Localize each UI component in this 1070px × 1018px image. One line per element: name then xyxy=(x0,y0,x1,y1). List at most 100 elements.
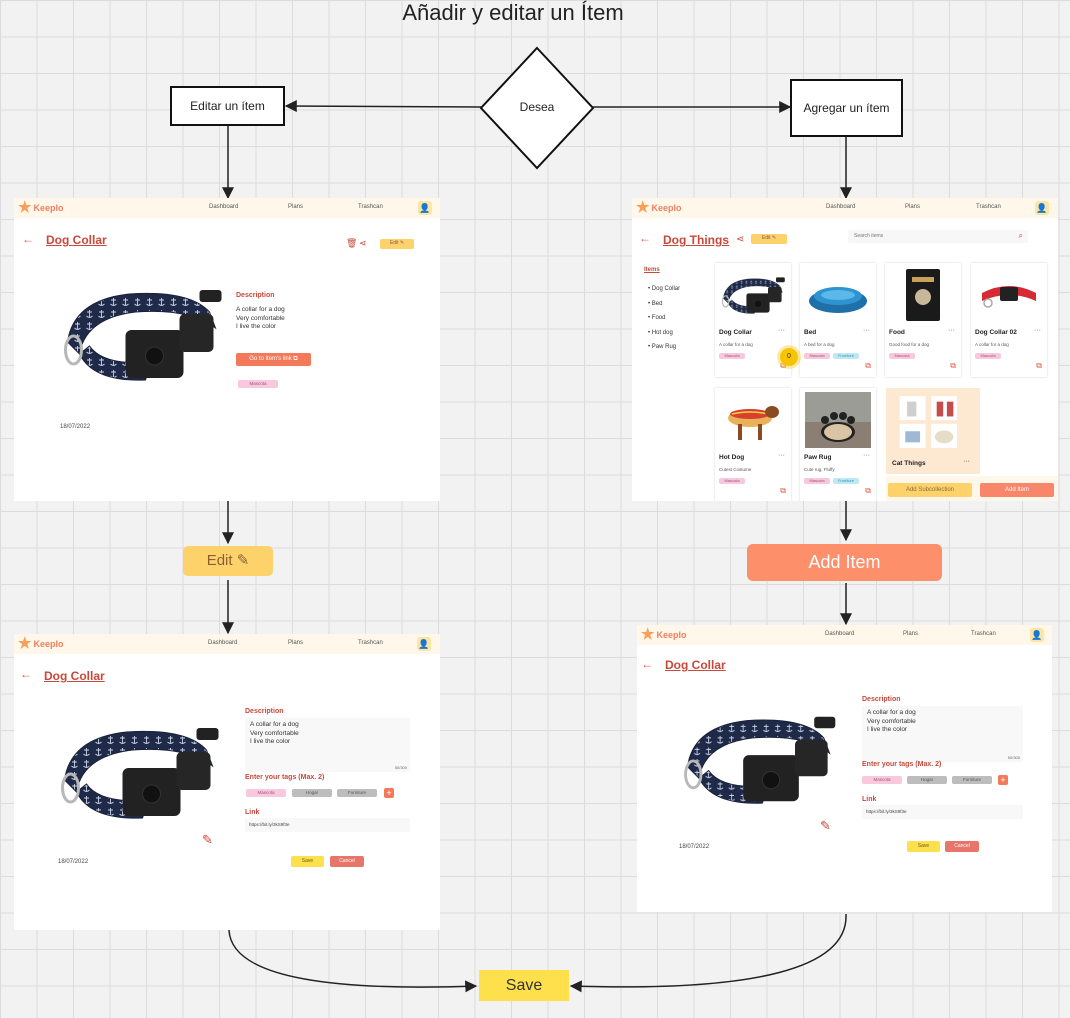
back-arrow-icon[interactable]: ← xyxy=(641,657,653,671)
sidebar-heading: Items xyxy=(644,267,660,273)
more-icon[interactable]: ··· xyxy=(963,458,970,465)
app-logo[interactable]: ★Keeplo xyxy=(636,199,682,216)
go-to-link-button[interactable]: Go to item's link ⧉ xyxy=(236,353,311,366)
link-label: Link xyxy=(862,796,877,803)
nav-plans[interactable]: Plans xyxy=(288,640,304,646)
external-link-icon[interactable]: ⧉ xyxy=(865,486,871,495)
app-navbar: ★Keeplo Dashboard Plans Trashcan 👤 xyxy=(637,625,1052,645)
date-text: 18/07/2022 xyxy=(60,424,91,430)
sidebar-item-hot-dog[interactable]: • Hot dog xyxy=(648,330,673,336)
tag-chip[interactable]: Hogar xyxy=(907,776,947,784)
item-card[interactable]: Hot Dog ··· Cutest Costume Mascota ⧉ xyxy=(715,388,791,501)
tag-chip[interactable]: Mascota xyxy=(862,776,902,784)
user-icon[interactable]: 👤 xyxy=(1035,201,1049,215)
external-link-icon[interactable]: ⧉ xyxy=(780,486,786,495)
external-link-icon[interactable]: ⧉ xyxy=(1036,361,1042,370)
more-icon[interactable]: ··· xyxy=(863,327,870,334)
more-icon[interactable]: ··· xyxy=(778,327,785,334)
save-flow-button[interactable]: Save xyxy=(479,970,569,1001)
share-icon[interactable]: ⋖ xyxy=(359,238,367,248)
tag-chip[interactable]: Furniture xyxy=(952,776,992,784)
back-arrow-icon[interactable]: ← xyxy=(639,231,651,245)
search-input[interactable]: Search items ⌕ xyxy=(848,230,1028,243)
tags-label: Enter your tags (Max. 2) xyxy=(862,761,942,768)
user-icon[interactable]: 👤 xyxy=(417,637,431,651)
add-item-button[interactable]: Add Item xyxy=(980,483,1054,497)
dog-food-image xyxy=(890,267,956,323)
star-logo-icon: ★ xyxy=(18,199,32,216)
trash-icon[interactable]: 🗑 xyxy=(346,238,358,248)
tag-chip[interactable]: Furniture xyxy=(337,789,377,797)
app-logo[interactable]: ★Keeplo xyxy=(641,626,687,643)
item-card[interactable]: Bed ··· A bed for a dog Mascota Furnitur… xyxy=(800,263,876,377)
item-card[interactable]: Dog Collar 02 ··· A collar for a dog Mas… xyxy=(971,263,1047,377)
save-button[interactable]: Save xyxy=(291,856,324,867)
nav-trashcan[interactable]: Trashcan xyxy=(358,640,383,646)
user-icon[interactable]: 👤 xyxy=(1030,628,1044,642)
detail-view-frame: ★Keeplo Dashboard Plans Trashcan 👤 ← Dog… xyxy=(14,198,440,501)
star-logo-icon: ★ xyxy=(636,199,650,216)
more-icon[interactable]: ··· xyxy=(778,452,785,459)
item-card[interactable]: Food ··· Good food for a dog Mascota ⧉ xyxy=(885,263,961,377)
add-item-flow-button[interactable]: Add Item xyxy=(747,544,942,581)
app-logo[interactable]: ★Keeplo xyxy=(18,635,64,652)
back-arrow-icon[interactable]: ← xyxy=(20,667,32,681)
sidebar-item-food[interactable]: • Food xyxy=(648,315,666,321)
date-text: 18/07/2022 xyxy=(679,844,710,850)
link-input[interactable]: https://bit.ly/3kS9f3e xyxy=(862,805,1023,819)
cancel-button[interactable]: Cancel xyxy=(330,856,364,867)
date-text: 18/07/2022 xyxy=(58,859,89,865)
cat-things-image xyxy=(899,396,958,448)
cancel-button[interactable]: Cancel xyxy=(945,841,979,852)
sidebar-item-bed[interactable]: • Bed xyxy=(648,301,663,307)
subcollection-card[interactable]: Cat Things ··· xyxy=(886,388,980,474)
description-textarea[interactable]: A collar for a dog Very comfortable I li… xyxy=(862,706,1023,762)
more-icon[interactable]: ··· xyxy=(863,452,870,459)
item-card[interactable]: Paw Rug ··· Cute rug, Fluffy Mascota Fur… xyxy=(800,388,876,501)
back-arrow-icon[interactable]: ← xyxy=(22,232,34,246)
nav-plans[interactable]: Plans xyxy=(905,204,921,210)
diagram-title: Añadir y editar un Ítem xyxy=(402,0,624,25)
edit-button[interactable]: Edit ✎ xyxy=(751,234,787,244)
star-logo-icon: ★ xyxy=(18,635,32,652)
edit-flow-button[interactable]: Edit ✎ xyxy=(183,546,273,576)
add-subcollection-button[interactable]: Add Subcollection xyxy=(888,483,972,497)
edit-icon: ✎ xyxy=(236,552,250,569)
external-link-icon[interactable]: ⧉ xyxy=(865,361,871,370)
red-collar-image xyxy=(976,267,1042,323)
nav-dashboard[interactable]: Dashboard xyxy=(826,204,856,210)
nav-trashcan[interactable]: Trashcan xyxy=(358,204,383,210)
nav-plans[interactable]: Plans xyxy=(903,631,919,637)
share-icon[interactable]: ⋖ xyxy=(736,234,745,245)
edit-button[interactable]: Edit ✎ xyxy=(380,239,414,249)
edit-image-icon[interactable]: ✎ xyxy=(202,832,213,847)
nav-dashboard[interactable]: Dashboard xyxy=(208,640,238,646)
user-icon[interactable]: 👤 xyxy=(418,201,432,215)
arrow-addform-to-save xyxy=(569,913,847,993)
app-navbar: ★Keeplo Dashboard Plans Trashcan 👤 xyxy=(14,198,440,218)
external-link-icon[interactable]: ⧉ xyxy=(780,361,786,370)
add-tag-icon[interactable]: + xyxy=(998,775,1008,785)
nav-trashcan[interactable]: Trashcan xyxy=(971,631,996,637)
sidebar-item-paw-rug[interactable]: • Paw Rug xyxy=(648,344,677,350)
more-icon[interactable]: ··· xyxy=(948,327,955,334)
edit-image-icon[interactable]: ✎ xyxy=(820,818,831,833)
nav-dashboard[interactable]: Dashboard xyxy=(209,204,239,210)
tag-chip[interactable]: Hogar xyxy=(292,789,332,797)
sidebar-item-dog-collar[interactable]: • Dog Collar xyxy=(648,286,681,292)
page-title: Dog Collar xyxy=(44,669,105,683)
description-textarea[interactable]: A collar for a dog Very comfortable I li… xyxy=(245,718,410,772)
nav-trashcan[interactable]: Trashcan xyxy=(976,204,1001,210)
link-input[interactable]: https://bit.ly/3kS9f3e xyxy=(245,818,410,832)
nav-plans[interactable]: Plans xyxy=(288,204,304,210)
external-link-icon[interactable]: ⧉ xyxy=(950,361,956,370)
save-button[interactable]: Save xyxy=(907,841,940,852)
item-card[interactable]: Dog Collar ··· A collar for a dog Mascot… xyxy=(715,263,791,377)
description-text: A collar for a dog Very comfortable I li… xyxy=(236,306,285,330)
nav-dashboard[interactable]: Dashboard xyxy=(825,631,855,637)
add-tag-icon[interactable]: + xyxy=(384,788,394,798)
more-icon[interactable]: ··· xyxy=(1034,327,1041,334)
tag-chip[interactable]: Mascota xyxy=(246,789,286,797)
hot-dog-costume-image xyxy=(720,392,786,448)
app-logo[interactable]: ★Keeplo xyxy=(18,199,64,216)
